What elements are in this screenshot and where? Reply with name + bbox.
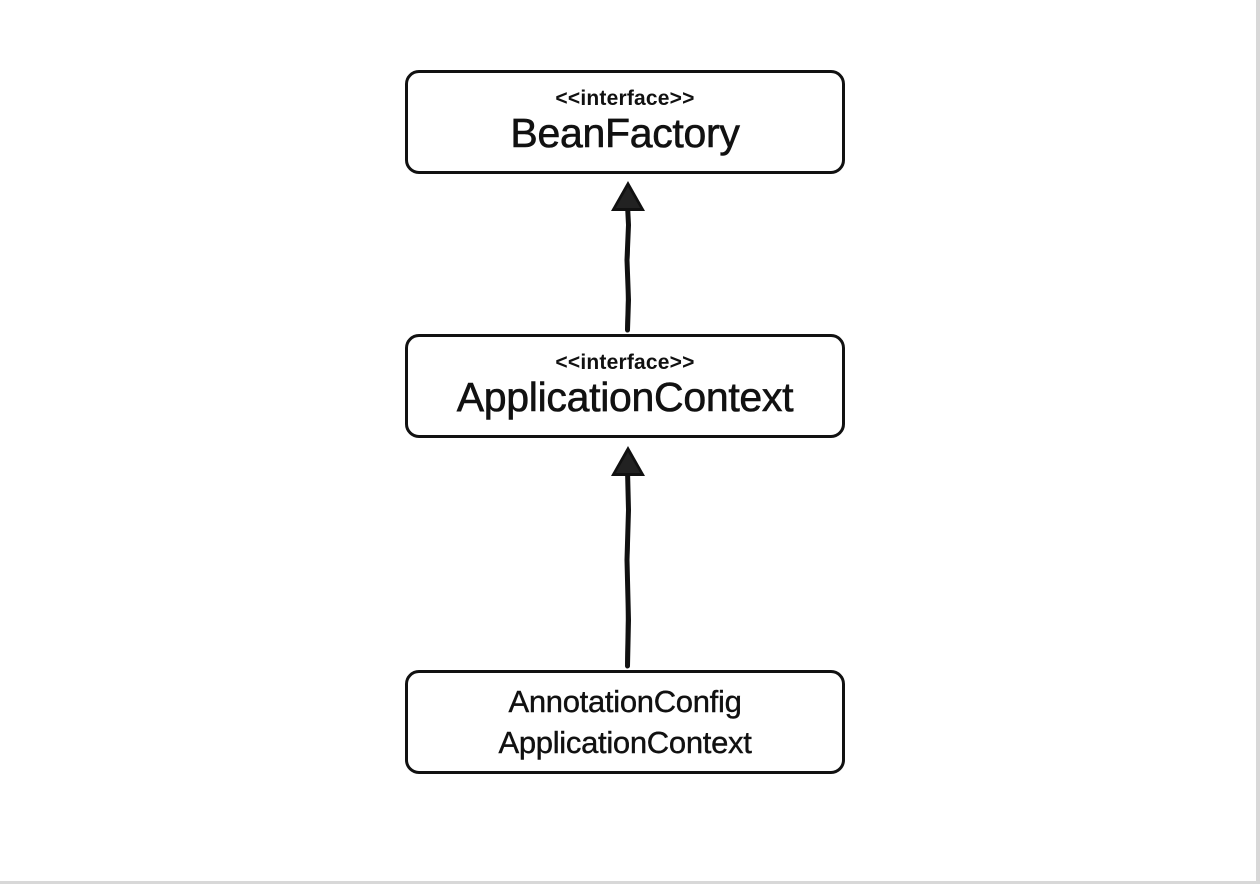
- page-bottom-edge: [0, 881, 1260, 884]
- stereotype-label: <<interface>>: [555, 351, 695, 374]
- class-name: BeanFactory: [510, 110, 740, 157]
- arrow-applicationcontext-to-beanfactory: [611, 181, 645, 333]
- applicationcontext-interface-box: <<interface>> ApplicationContext: [405, 334, 845, 438]
- page-right-edge: [1256, 0, 1260, 884]
- class-name-line-2: ApplicationContext: [498, 725, 752, 760]
- beanfactory-interface-box: <<interface>> BeanFactory: [405, 70, 845, 174]
- class-name: ApplicationContext: [456, 374, 794, 421]
- class-name-line-1: AnnotationConfig: [508, 684, 742, 719]
- annotationconfig-applicationcontext-class-box: AnnotationConfig ApplicationContext: [405, 670, 845, 774]
- stereotype-label: <<interface>>: [555, 87, 695, 110]
- arrow-annotationconfig-to-applicationcontext: [611, 446, 645, 669]
